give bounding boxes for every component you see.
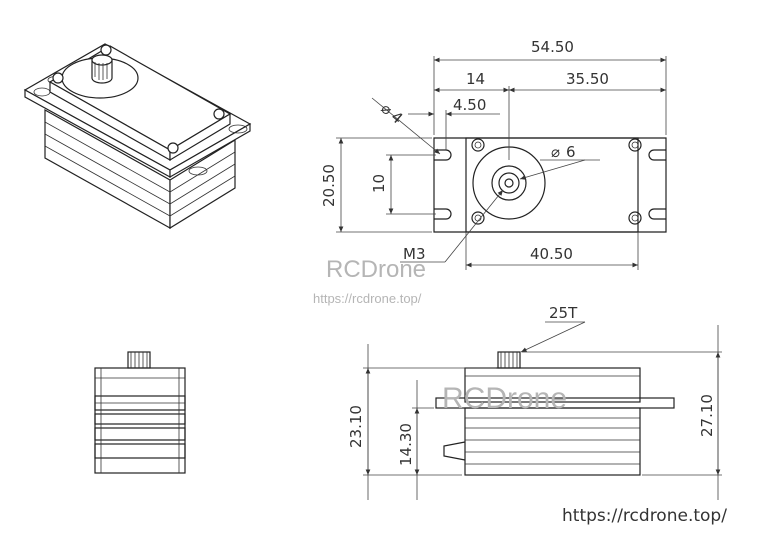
watermark-brand-center: RCDrone — [442, 382, 567, 415]
dim-flange-height: 14.30 — [397, 423, 415, 466]
dim-width: 20.50 — [320, 164, 338, 207]
dim-hole-spacing: 10 — [370, 174, 388, 193]
front-view — [94, 351, 186, 474]
watermark-url-small: https://rcdrone.top/ — [313, 291, 422, 306]
dim-shaft-to-end: 35.50 — [566, 70, 609, 88]
dim-screw: M3 — [403, 245, 426, 263]
dim-hole-diameter: ⌀ 4 — [377, 99, 406, 127]
dim-overall-length: 54.50 — [531, 38, 574, 56]
dim-body-length: 40.50 — [530, 245, 573, 263]
dim-height-to-flange: 23.10 — [347, 405, 365, 448]
dim-total-height: 27.10 — [698, 394, 716, 437]
dim-spline-diameter-symbol: ⌀ — [551, 143, 560, 161]
top-view — [336, 56, 667, 270]
watermark-brand-top: RCDrone — [326, 256, 426, 283]
side-view — [363, 321, 722, 500]
isometric-view — [23, 43, 252, 230]
dim-spline-teeth: 25T — [549, 304, 578, 322]
footer-url: https://rcdrone.top/ — [562, 506, 727, 526]
dim-mount-offset: 14 — [466, 70, 485, 88]
dim-spline-diameter: 6 — [566, 143, 576, 161]
dim-hole-offset: 4.50 — [453, 96, 486, 114]
